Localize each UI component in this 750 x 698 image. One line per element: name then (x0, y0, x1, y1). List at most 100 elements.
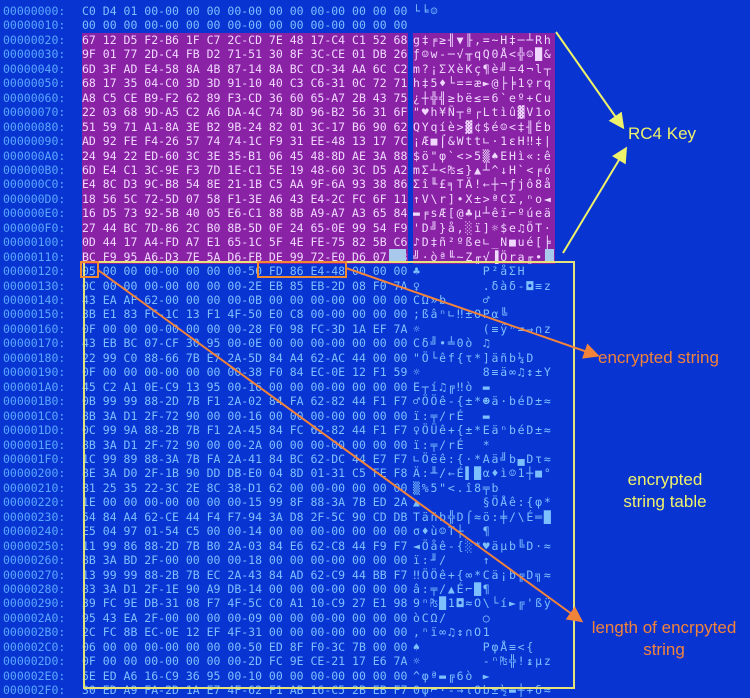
hex-row-rc4-key[interactable]: 00000110:BC F9 95 A6-D3 7E 5A D6-FB DE 9… (0, 249, 560, 265)
hex-bytes: B1 25 35 22-3C 2E 8C 38-D1 62 00 00-00 0… (82, 480, 408, 495)
ascii-text: m?¡ΣXèKç¶è╝=4¬l┬ (413, 61, 555, 77)
hex-row[interactable]: 00000160:0F 00 00 00-00 00 00 00-28 F0 9… (0, 322, 560, 337)
hex-row[interactable]: 000001C0:8B 3A D1 2F-72 90 00 00-16 00 0… (0, 409, 560, 424)
hex-row[interactable]: 00000280:83 3A D1 2F-1E 90 A9 DB-14 00 0… (0, 582, 560, 597)
hex-bytes: AD 92 FE F4-26 57 74 74-1C F9 31 EE-48 1… (82, 134, 408, 149)
hex-bytes: 18 56 5C 72-5D 07 58 F1-3E A6 43 E4-2C F… (82, 191, 408, 207)
offset-label: 00000030: (3, 47, 66, 62)
ascii-text: mΣ┴<₧≤}▲┴^↓H`<╒ó (413, 162, 555, 178)
hex-bytes: 8B 3A D1 2F-72 90 00 00-16 00 00 00-00 0… (82, 408, 408, 423)
hex-row[interactable]: 00000270:13 99 99 88-2B 7B EC 2A-43 84 A… (0, 568, 560, 583)
hex-row[interactable]: 00000130:0C 00 00 00-00 00 00 00-2E EB 8… (0, 279, 560, 294)
hex-row[interactable]: 00000000:C0 D4 01 00-00 00 00 00-00 00 0… (0, 4, 560, 19)
hex-bytes: 1E 00 00 00-00 00 00 00-15 99 8F 88-3A 7… (82, 495, 408, 510)
hex-row[interactable]: 00000250:11 99 86 88-2D 7B B0 2A-03 84 E… (0, 539, 560, 554)
offset-label: 00000240: (3, 524, 66, 539)
offset-label: 00000130: (3, 278, 66, 293)
hex-bytes: 22 03 68 9D-A5 C2 A6 DA-4C 74 8D 96-B2 5… (82, 105, 408, 120)
ascii-text: h‡5♦└==æ►@├╞1♀rq (413, 76, 555, 91)
hex-row[interactable]: 00000200: 8E 3A D0 2F-1B 90 DD DB-E0 04 8… (0, 466, 560, 481)
hex-row-rc4-key[interactable]: 00000090:AD 92 FE F4-26 57 74 74-1C F9 3… (0, 134, 560, 149)
hex-row[interactable]: 00000150:3B E1 83 FC-1C 13 F1 4F-50 E0 C… (0, 307, 560, 322)
hex-bytes: A8 C5 CE B9-F2 62 89 F3-CD 36 60 65-A7 2… (82, 90, 408, 106)
ascii-text: ♀ÖÜê+{±*EäⁿbéD±≈ (413, 423, 553, 438)
hex-row[interactable]: 00000230:54 84 A4 62-CE 44 F4 F7-94 3A D… (0, 510, 560, 525)
hex-row-rc4-key[interactable]: 00000100:0D 44 17 A4-FD A7 E1 65-1C 5F 4… (0, 235, 560, 250)
offset-label: 00000100: (3, 235, 66, 250)
offset-label: 00000230: (3, 509, 66, 524)
hex-row-rc4-key[interactable]: 00000030:9F 01 77 2D-C4 FB D2 71-51 30 8… (0, 47, 560, 62)
hex-row[interactable]: 000002F0:30 ED A9 FA-2D 1A E7 4F-62 F1 A… (0, 683, 560, 698)
hex-row[interactable]: 00000290:39 FC 9E DB-31 08 F7 4F-5C C0 A… (0, 596, 560, 611)
hex-row[interactable]: 000002A0:95 43 EA 2F-00 00 00 00-09 00 0… (0, 611, 560, 626)
hex-row-rc4-key[interactable]: 00000040:6D 3F AD E4-58 8A 4B 87-14 8A B… (0, 61, 560, 77)
hex-row[interactable]: 00000210:B1 25 35 22-3C 2E 8C 38-D1 62 0… (0, 481, 560, 496)
ascii-text: ▒%5"<.î8╤b (413, 480, 553, 495)
offset-label: 00000160: (3, 321, 66, 336)
hex-bytes: 27 44 BC 7D-86 2C B0 8B-5D 0F 24 65-0E 9… (82, 220, 408, 236)
offset-label: 000000E0: (3, 206, 66, 221)
offset-label: 00000280: (3, 582, 66, 596)
offset-label: 000002E0: (3, 668, 66, 683)
hex-bytes: 16 D5 73 92-5B 40 05 E6-C1 88 8B A9-A7 A… (82, 206, 408, 221)
hex-row[interactable]: 000002D0:0F 00 00 00-00 00 00 00-2D FC 9… (0, 654, 560, 669)
hex-bytes: 06 00 00 00-00 00 00 00-50 ED 8F F0-3C 7… (82, 639, 408, 654)
hex-row-rc4-key[interactable]: 000000D0: 18 56 5C 72-5D 07 58 F1-3E A6 4… (0, 191, 560, 207)
hex-row[interactable]: 000001A0:45 C2 A1 0E-C9 13 95 00-16 00 0… (0, 380, 560, 395)
hex-row-rc4-key[interactable]: 00000050:68 17 35 04-C0 3D 3D 91-10 40 C… (0, 76, 560, 91)
hex-row[interactable]: 00000170:43 EB BC 07-CF 30 95 00-0E 00 0… (0, 336, 560, 351)
hex-bytes: 8B 3A BD 2F-00 00 00 00-18 00 00 00-00 0… (82, 553, 408, 568)
offset-label: 000002A0: (3, 610, 66, 625)
hex-row[interactable]: 000002E0:5E ED A6 16-C9 36 95 00-10 00 0… (0, 669, 560, 684)
hex-bytes: 8E 3A D0 2F-1B 90 DD DB-E0 04 8D 01-31 C… (82, 466, 408, 481)
hex-bytes: 0F 00 00 00-00 00 00 00-38 F0 84 EC-0E 1… (82, 365, 408, 380)
hex-row-rc4-key[interactable]: 000000E0: 16 D5 73 92-5B 40 05 E6-C1 88 8… (0, 206, 560, 221)
hex-row-rc4-key[interactable]: 000000F0:27 44 BC 7D-86 2C B0 8B-5D 0F 2… (0, 220, 560, 236)
hex-row[interactable]: 00000190:0F 00 00 00-00 00 00 00-38 F0 8… (0, 365, 560, 380)
ascii-text: ↑V\r]•X±>ªCΣ,ⁿo◄ (413, 191, 555, 207)
ascii-text: Täñb╬D⌠≈ö:╪/\É═█ (413, 509, 553, 524)
table-label-line1: encrypted (627, 470, 703, 489)
hex-row[interactable]: 000001B0:0B 99 99 88-2D 7B F1 2A-02 84 F… (0, 394, 560, 409)
hex-row[interactable]: 00000260: 8B 3A BD 2F-00 00 00 00-18 00 0… (0, 553, 560, 568)
offset-label: 00000270: (3, 567, 66, 582)
hex-row[interactable]: 00000240:E5 04 97 01-54 C5 00 00-14 00 0… (0, 524, 560, 539)
hex-row-rc4-key[interactable]: 00000070:22 03 68 9D-A5 C2 A6 DA-4C 74 8… (0, 105, 560, 120)
hex-row[interactable]: 000002B0:2C FC 8B EC-0E 12 EF 4F-31 00 0… (0, 625, 560, 640)
offset-label: 00000010: (3, 18, 66, 33)
hex-row-rc4-key[interactable]: 00000080:51 59 71 A1-8A 3E B2 9B-24 82 0… (0, 119, 560, 135)
hex-bytes: 30 ED A9 FA-2D 1A E7 4F-62 F1 AB 16-C5 2… (82, 683, 408, 698)
hex-bytes: 22 99 C0 88-66 7B E7 2A-5D 84 A4 62-AC 4… (82, 350, 408, 365)
ascii-text: Σî╙£╕TÄ!←┼¬ƒjô8å (413, 177, 555, 192)
hex-bytes: 6D E4 C1 3C-9E F3 7D 1E-C1 5E 19 48-60 3… (82, 162, 408, 178)
ascii-text: "♥h¥Ñ┬ª┌Ltìû▓V1o (413, 105, 555, 120)
offset-label: 00000260: (3, 553, 66, 568)
hex-row[interactable]: 000002C0:06 00 00 00-00 00 00 00-50 ED 8… (0, 640, 560, 655)
hex-bytes: 00 00 00 00-00 00 00 00-00 00 00 00-00 0… (82, 18, 408, 33)
ascii-text: Ä:╨/←É▌█α♦ì☺1┼■° (413, 466, 553, 481)
ascii-text: ;ßâⁿ∟‼±OPα╚ (413, 307, 553, 322)
ascii-text: ☼ 8≡ä∞♫↕±Y (413, 365, 553, 380)
hex-row[interactable]: 00000180:22 99 C0 88-66 7B E7 2A-5D 84 A… (0, 351, 560, 366)
hex-row-rc4-key[interactable]: 000000C0:E4 8C D3 9C-B8 54 8E 21-1B C5 A… (0, 177, 560, 192)
offset-label: 00000020: (3, 32, 66, 47)
hex-row[interactable]: 000001E0:8B 3A D1 2F-72 90 00 00-2A 00 0… (0, 438, 560, 453)
hex-row-rc4-key[interactable]: 00000060:A8 C5 CE B9-F2 62 89 F3-CD 36 6… (0, 90, 560, 106)
hex-bytes: 0B 99 99 88-2D 7B F1 2A-02 84 FA 62-82 4… (82, 394, 408, 409)
hex-bytes: 1C 99 89 88-3A 7B FA 2A-41 84 BC 62-DC 4… (82, 451, 408, 466)
offset-label: 00000200: (3, 466, 66, 481)
hex-bytes: 05 00 00 00-00 00 00 00-50 FD 86 E4-48 0… (82, 264, 408, 279)
hex-row[interactable]: 000001F0:1C 99 89 88-3A 7B FA 2A-41 84 B… (0, 452, 560, 467)
hex-row-rc4-key[interactable]: 000000A0:24 94 22 ED-60 3C 3E 35-B1 06 4… (0, 148, 560, 163)
ascii-text: ♪D‡ñ²ºße∟_N■ué[╞ (413, 235, 555, 250)
hex-row[interactable]: 00000220:1E 00 00 00-00 00 00 00-15 99 8… (0, 495, 560, 510)
offset-label: 000000D0: (3, 191, 66, 206)
hex-row[interactable]: 00000010: 00 00 00 00-00 00 00 00-00 00 0… (0, 18, 560, 33)
hex-row[interactable]: 00000120:05 00 00 00-00 00 00 00-50 FD 8… (0, 264, 560, 279)
hex-row-rc4-key[interactable]: 00000020: 67 12 D5 F2-B6 1F C7 2C-CD 7E 4… (0, 32, 560, 48)
hex-row[interactable]: 000001D0:0C 99 9A 88-2B 7B F1 2A-45 84 F… (0, 423, 560, 438)
ascii-text: $ö"φ`<>5▒♠EHì«:ê (413, 148, 555, 163)
hex-row-rc4-key[interactable]: 000000B0:6D E4 C1 3C-9E F3 7D 1E-C1 5E 1… (0, 162, 560, 178)
hex-bytes: 67 12 D5 F2-B6 1F C7 2C-CD 7E 48 17-C4 C… (82, 32, 408, 48)
hex-row[interactable]: 00000140:43 EA AF 62-00 00 00 00-0B 00 0… (0, 293, 560, 308)
